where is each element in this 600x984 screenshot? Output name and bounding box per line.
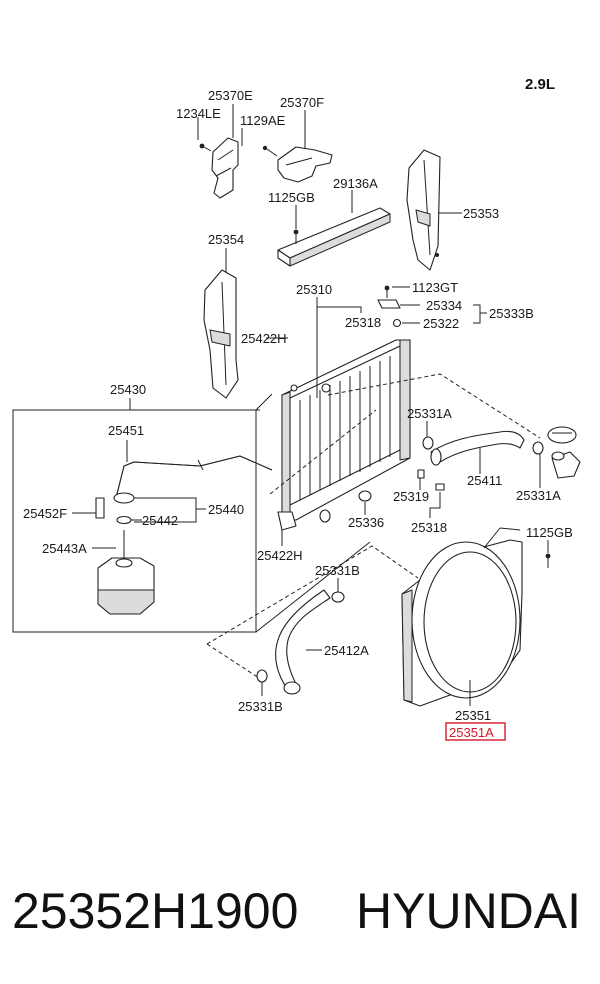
- side-guard-25353[interactable]: [406, 149, 441, 271]
- label-25322: 25322: [423, 316, 459, 331]
- label-25442: 25442: [142, 513, 178, 528]
- label-1125gb-top: 1125GB: [268, 190, 315, 205]
- label-25452f: 25452F: [23, 506, 67, 521]
- assembly-dash-upper: [327, 373, 541, 439]
- label-1129ae: 1129AE: [240, 113, 286, 128]
- part-number: 25352H1900: [12, 883, 298, 939]
- seal-25442[interactable]: [116, 515, 132, 525]
- bolt-25318-bottom[interactable]: [435, 483, 445, 491]
- brand-name: HYUNDAI: [356, 883, 581, 939]
- highlight-box-25351a[interactable]: [445, 722, 506, 741]
- label-25422h-top: 25422H: [241, 331, 287, 346]
- clamp-25331a-left[interactable]: [422, 436, 434, 450]
- bolt-1234le[interactable]: [199, 143, 212, 152]
- label-1123gt: 1123GT: [412, 280, 458, 295]
- side-guard-25354[interactable]: [203, 269, 239, 399]
- label-25370e: 25370E: [208, 88, 253, 103]
- label-25336: 25336: [348, 515, 384, 530]
- bracket-25333b: [473, 304, 481, 324]
- bolt-1125gb-top[interactable]: [293, 229, 299, 244]
- label-25451: 25451: [108, 423, 144, 438]
- label-25422h-bottom: 25422H: [257, 548, 303, 563]
- clamp-25331b-bottom[interactable]: [256, 669, 268, 683]
- label-25440: 25440: [208, 502, 244, 517]
- label-25430: 25430: [110, 382, 146, 397]
- label-25351: 25351: [455, 708, 491, 723]
- label-25333b: 25333B: [489, 306, 534, 321]
- clip-25452f[interactable]: [95, 497, 105, 519]
- leader-25440: [134, 497, 197, 523]
- upper-cover-29136a[interactable]: [277, 207, 391, 267]
- radiator-25310[interactable]: [281, 339, 411, 521]
- label-25334: 25334: [426, 298, 462, 313]
- label-25354: 25354: [208, 232, 244, 247]
- label-25318-bottom: 25318: [411, 520, 447, 535]
- reservoir-tank-25443a[interactable]: [97, 530, 155, 615]
- lower-hose-25412a[interactable]: [275, 589, 331, 695]
- grommet-25336[interactable]: [358, 490, 372, 502]
- label-25331b-bottom: 25331B: [238, 699, 283, 714]
- bolt-1125gb-right[interactable]: [545, 553, 551, 568]
- label-25351a-highlighted: 25351A: [449, 725, 494, 740]
- assembly-dash-lower: [206, 545, 419, 645]
- label-25412a: 25412A: [324, 643, 369, 658]
- drain-plug-25319[interactable]: [417, 469, 425, 479]
- label-25331a-right: 25331A: [516, 488, 561, 503]
- reservoir-cap-25440[interactable]: [113, 492, 135, 504]
- leader-25318-bottom: [429, 492, 441, 518]
- label-25353: 25353: [463, 206, 499, 221]
- radiator-cap[interactable]: [547, 426, 581, 479]
- leader-25318-top: [317, 306, 362, 313]
- label-29136a: 29136A: [333, 176, 378, 191]
- label-25319: 25319: [393, 489, 429, 504]
- upper-hose-25411[interactable]: [430, 430, 525, 466]
- assembly-dash-hose: [206, 643, 263, 681]
- clamp-25331b-top[interactable]: [331, 591, 345, 603]
- label-1234le: 1234LE: [176, 106, 221, 121]
- bracket-25370f[interactable]: [277, 146, 333, 183]
- cap-set-25333b[interactable]: [377, 285, 402, 328]
- label-25411: 25411: [467, 473, 502, 488]
- clamp-25331a-right[interactable]: [532, 441, 544, 455]
- bolt-1129ae[interactable]: [262, 145, 278, 157]
- assembly-dash-mid: [269, 409, 377, 495]
- label-25318-top: 25318: [345, 315, 381, 330]
- overflow-hose-25451[interactable]: [116, 455, 273, 495]
- fan-shroud-25351[interactable]: [401, 527, 523, 707]
- label-25370f: 25370F: [280, 95, 324, 110]
- engine-label: 2.9L: [525, 76, 555, 93]
- label-25331a-left: 25331A: [407, 406, 452, 421]
- bracket-25370e[interactable]: [211, 137, 239, 199]
- label-25310: 25310: [296, 282, 332, 297]
- label-25331b-top: 25331B: [315, 563, 360, 578]
- label-1125gb-right: 1125GB: [526, 525, 573, 540]
- label-25443a: 25443A: [42, 541, 87, 556]
- outlet-25422h-bottom[interactable]: [277, 509, 331, 531]
